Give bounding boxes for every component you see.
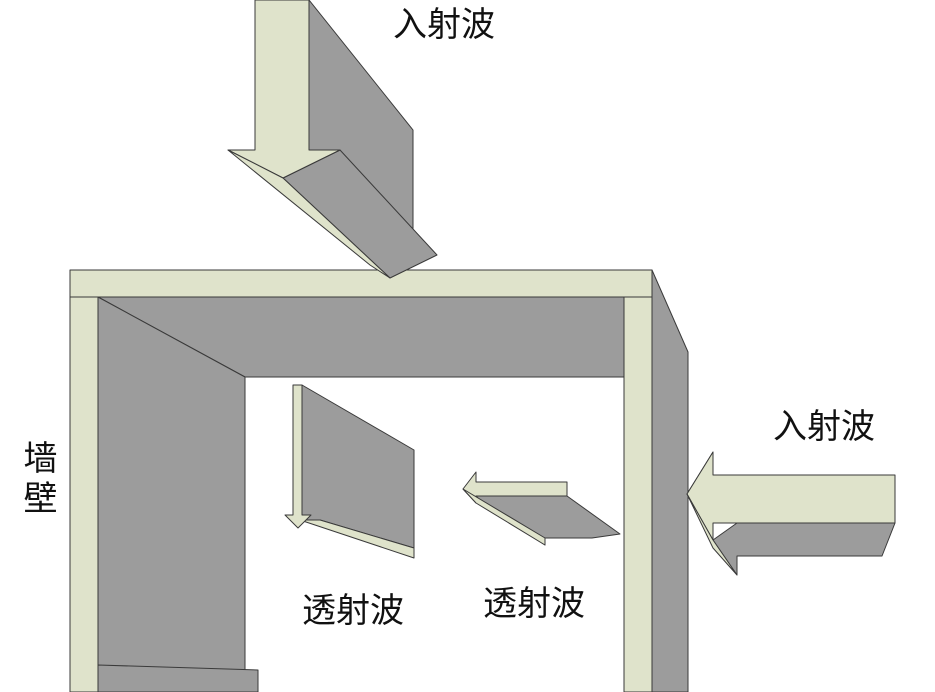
arrow-right-head-edge [686,493,738,576]
transmitted-wave-left-arrow [284,384,415,559]
incident-wave-top-label: 入射波 [393,5,495,45]
arrow-top-head-edge [227,149,391,279]
wall-left-base [97,664,259,692]
wall-top-front-face [69,269,653,298]
transmitted-wave-left-label: 透射波 [302,591,404,631]
wall-right-front-face [623,296,653,692]
wall [69,269,689,692]
wall-left-front-face [69,296,99,692]
wall-right-side-face [651,269,689,692]
arrow-mid2-side [475,495,621,546]
arrow-top-front [227,0,341,179]
transmitted-wave-right-label: 透射波 [483,584,585,624]
incident-wave-top-arrow [227,0,438,279]
transmitted-wave-right-arrow [462,471,621,546]
incident-wave-right-label: 入射波 [773,407,875,447]
arrow-mid-bottom [299,519,415,559]
arrow-right-underside [712,522,896,576]
arrow-mid2-head-edge [462,488,546,546]
arrow-mid-front [284,384,312,529]
wall-label: 墙壁 [17,440,57,520]
incident-wave-right-arrow [686,451,896,576]
